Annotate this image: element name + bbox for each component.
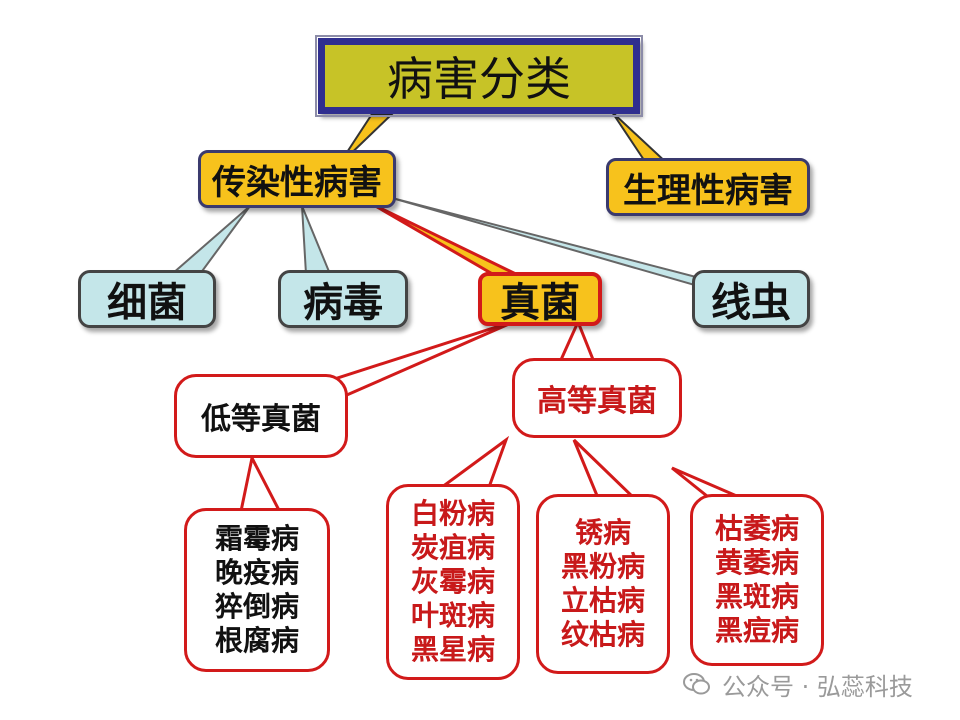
physiological-label: 生理性病害	[623, 170, 793, 211]
callout-to-virus	[301, 205, 332, 275]
lower-fungi-label: 低等真菌	[201, 402, 321, 437]
disease-item: 叶斑病	[410, 599, 495, 632]
higher-fungi-node: 高等真菌	[512, 358, 682, 438]
callout-to-group1	[433, 435, 510, 492]
root-label: 病害分类	[387, 52, 571, 106]
physiological-node: 生理性病害	[606, 158, 810, 216]
higher-disease-list-2: 锈病 黑粉病 立枯病 纹枯病	[536, 494, 670, 674]
disease-item: 黑星病	[410, 633, 495, 666]
higher-fungi-label: 高等真菌	[537, 384, 657, 419]
disease-item: 黑痘病	[714, 614, 799, 647]
lower-fungi-node: 低等真菌	[174, 374, 348, 458]
watermark: 公众号 · 弘蕊科技	[682, 668, 913, 701]
disease-item: 炭疽病	[410, 531, 495, 564]
disease-item: 灰霉病	[410, 565, 495, 598]
callout-to-fungi	[371, 202, 521, 278]
wechat-icon	[683, 673, 710, 695]
watermark-text: 公众号 · 弘蕊科技	[722, 672, 913, 701]
bacteria-node: 细菌	[78, 270, 216, 328]
nematode-label: 线虫	[711, 280, 791, 326]
disease-item: 根腐病	[214, 624, 299, 657]
callout-to-group2	[572, 438, 638, 500]
virus-node: 病毒	[278, 270, 408, 328]
disease-item: 锈病	[574, 516, 631, 549]
disease-item: 黑斑病	[714, 580, 799, 613]
nematode-node: 线虫	[692, 270, 810, 328]
virus-label: 病毒	[303, 280, 383, 326]
fungi-node: 真菌	[478, 272, 602, 326]
higher-disease-list-3: 枯萎病 黄萎病 黑斑病 黑痘病	[690, 494, 824, 666]
callout-to-higher	[557, 318, 597, 364]
lower-disease-list: 霜霉病 晚疫病 猝倒病 根腐病	[184, 508, 330, 672]
disease-item: 白粉病	[410, 497, 495, 530]
disease-item: 猝倒病	[214, 590, 299, 623]
disease-item: 枯萎病	[714, 512, 799, 545]
callout-to-bacteria	[169, 205, 251, 275]
fungi-label: 真菌	[500, 280, 580, 326]
root-node: 病害分类	[315, 35, 643, 117]
disease-item: 立枯病	[560, 584, 645, 617]
disease-item: 黑粉病	[560, 550, 645, 583]
disease-item: 晚疫病	[214, 556, 299, 589]
disease-item: 黄萎病	[714, 546, 799, 579]
infectious-node: 传染性病害	[198, 150, 396, 208]
disease-item: 霜霉病	[214, 522, 299, 555]
bacteria-label: 细菌	[107, 280, 187, 326]
infectious-label: 传染性病害	[212, 162, 382, 203]
disease-item: 纹枯病	[560, 618, 645, 651]
higher-disease-list-1: 白粉病 炭疽病 灰霉病 叶斑病 黑星病	[386, 484, 520, 680]
